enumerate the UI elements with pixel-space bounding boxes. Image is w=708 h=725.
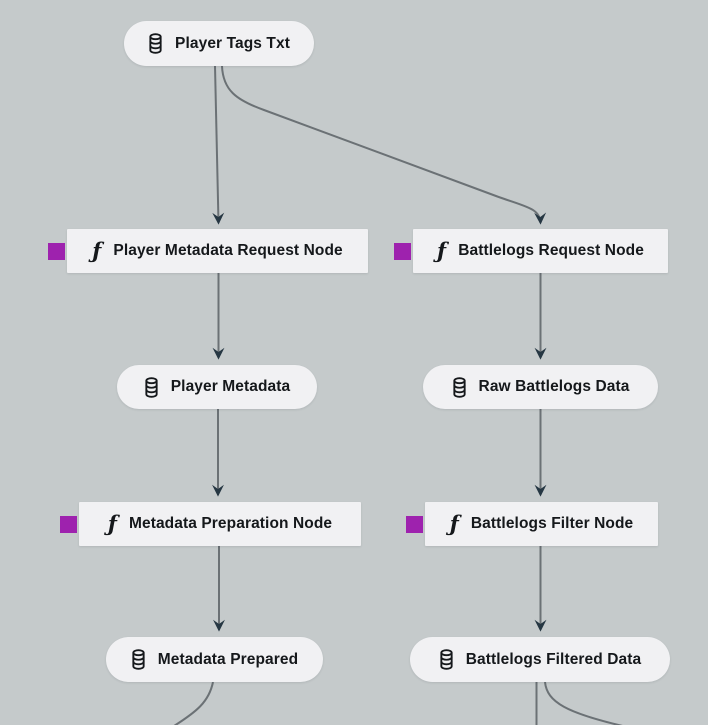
purple-tag-badge (406, 516, 423, 533)
node-label: Player Tags Txt (175, 34, 290, 52)
function-icon: ƒ (437, 237, 447, 263)
node-metadata-prepared[interactable]: Metadata Prepared (106, 637, 323, 682)
function-icon: ƒ (107, 510, 117, 536)
function-icon: ƒ (92, 237, 102, 263)
node-battlelogs-request-node[interactable]: ƒ Battlelogs Request Node (413, 229, 668, 273)
database-icon (148, 33, 163, 54)
database-icon (439, 649, 454, 670)
node-label: Player Metadata Request Node (113, 242, 343, 259)
edge-player-tags-txt-to-battlelogs-request-node (221, 65, 547, 225)
node-label: Metadata Preparation Node (128, 515, 333, 532)
database-icon (131, 649, 146, 670)
purple-tag-badge (394, 243, 411, 260)
edge-metadata-prepared-to-offscreen (173, 681, 214, 725)
function-icon: ƒ (449, 510, 459, 536)
database-icon (144, 376, 159, 398)
node-player-metadata-request-node[interactable]: ƒ Player Metadata Request Node (67, 229, 368, 273)
edge-player-tags-txt-to-player-metadata-request-node (212, 65, 225, 225)
edge-battlelogs-filtered-data-to-offscreen-right (544, 681, 623, 725)
node-player-tags-txt[interactable]: Player Tags Txt (124, 21, 314, 66)
node-label: Battlelogs Filter Node (470, 515, 634, 532)
node-label: Battlelogs Filtered Data (465, 650, 642, 668)
node-label: Metadata Prepared (157, 650, 299, 668)
node-raw-battlelogs-data[interactable]: Raw Battlelogs Data (423, 365, 658, 409)
node-label: Raw Battlelogs Data (478, 378, 630, 395)
node-label: Battlelogs Request Node (458, 242, 644, 259)
node-player-metadata[interactable]: Player Metadata (117, 365, 317, 409)
node-metadata-preparation-node[interactable]: ƒ Metadata Preparation Node (79, 502, 361, 546)
node-battlelogs-filtered-data[interactable]: Battlelogs Filtered Data (410, 637, 670, 682)
node-battlelogs-filter-node[interactable]: ƒ Battlelogs Filter Node (425, 502, 658, 546)
purple-tag-badge (60, 516, 77, 533)
node-label: Player Metadata (170, 378, 291, 395)
database-icon (452, 376, 467, 398)
purple-tag-badge (48, 243, 65, 260)
